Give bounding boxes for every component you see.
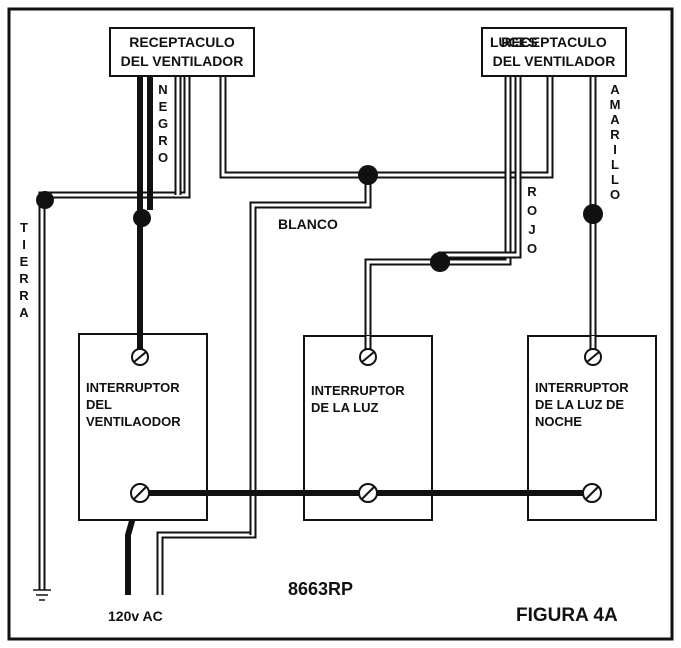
label-rojo: R O J O: [527, 184, 537, 256]
svg-text:I: I: [22, 237, 26, 252]
label-figure: FIGURA 4A: [516, 605, 618, 626]
svg-text:O: O: [158, 150, 168, 165]
svg-text:G: G: [158, 116, 168, 131]
junction-black: [133, 209, 151, 227]
switch-night-line3: NOCHE: [535, 414, 582, 429]
white-wire: [156, 75, 554, 595]
svg-text:L: L: [611, 172, 619, 187]
svg-text:M: M: [610, 97, 621, 112]
receptacle-left-line2: DEL VENTILADOR: [121, 53, 244, 69]
receptacle-left: RECEPTACULO DEL VENTILADOR: [109, 27, 255, 77]
svg-text:O: O: [610, 187, 620, 202]
label-blanco: BLANCO: [278, 216, 338, 232]
label-tierra: T I E R R A: [19, 220, 29, 320]
svg-text:O: O: [527, 241, 537, 256]
switch-night-line2: DE LA LUZ DE: [535, 397, 624, 412]
svg-text:I: I: [613, 142, 617, 157]
svg-text:A: A: [19, 305, 29, 320]
label-negro: N E G R O: [158, 82, 168, 165]
switch-fan-line2: DEL: [86, 397, 112, 412]
screw-night-top: [584, 348, 602, 366]
junction-red: [430, 252, 450, 272]
svg-text:E: E: [159, 99, 168, 114]
svg-text:E: E: [20, 254, 29, 269]
screw-light-bottom: [358, 483, 378, 503]
svg-text:R: R: [158, 133, 168, 148]
junction-ground: [36, 191, 54, 209]
svg-text:R: R: [19, 271, 29, 286]
screw-terminals: [130, 348, 602, 503]
label-model: 8663RP: [288, 579, 353, 599]
switch-night-line1: INTERRUPTOR: [535, 380, 629, 395]
switch-light-line1: INTERRUPTOR: [311, 383, 405, 398]
svg-text:R: R: [527, 184, 537, 199]
svg-text:O: O: [527, 203, 537, 218]
receptacle-right-overprint: LUCES: [490, 34, 537, 50]
svg-text:R: R: [610, 127, 620, 142]
label-power: 120v AC: [108, 608, 163, 624]
red-wire: [364, 75, 522, 352]
switch-light-line2: DE LA LUZ: [311, 400, 378, 415]
label-amarillo: A M A R I L L O: [610, 82, 621, 202]
receptacle-right: LUCES RECEPTACULO DEL VENTILADOR: [481, 27, 627, 77]
screw-light-top: [359, 348, 377, 366]
svg-text:A: A: [610, 82, 620, 97]
svg-text:J: J: [528, 222, 535, 237]
screw-fan-bottom: [130, 483, 150, 503]
receptacle-right-line2: DEL VENTILADOR: [493, 53, 616, 69]
junction-yellow: [583, 204, 603, 224]
svg-text:N: N: [158, 82, 167, 97]
switch-fan-line1: INTERRUPTOR: [86, 380, 180, 395]
ground-symbol: [33, 589, 51, 601]
junction-white: [358, 165, 378, 185]
ground-wire: [38, 75, 191, 590]
receptacle-right-line1: RECEPTACULO: [501, 34, 607, 50]
svg-text:T: T: [20, 220, 28, 235]
svg-text:A: A: [610, 112, 620, 127]
switch-fan-line3: VENTILAODOR: [86, 414, 181, 429]
svg-text:L: L: [611, 157, 619, 172]
diagram-frame: [7, 7, 674, 641]
svg-text:R: R: [19, 288, 29, 303]
screw-night-bottom: [582, 483, 602, 503]
screw-fan-top: [131, 348, 149, 366]
receptacle-left-line1: RECEPTACULO: [129, 34, 235, 50]
